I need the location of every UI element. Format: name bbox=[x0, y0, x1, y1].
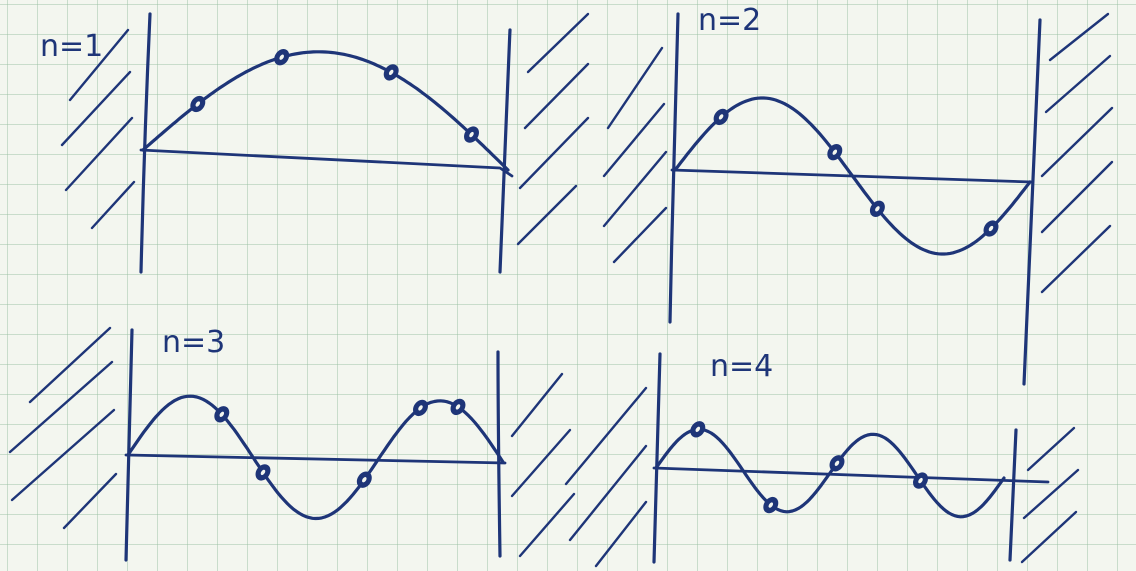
bead-marker-hole bbox=[455, 404, 461, 410]
bead-marker-hole bbox=[469, 131, 474, 138]
left-wall bbox=[124, 328, 134, 562]
left-wall-hatching bbox=[60, 28, 136, 230]
left-wall bbox=[139, 12, 152, 274]
bead-marker-hole bbox=[388, 69, 394, 76]
equilibrium-line bbox=[652, 466, 1050, 484]
mode-label-n4: n=4 bbox=[710, 349, 773, 384]
bead-marker-hole bbox=[219, 411, 225, 417]
standing-wave-n4 bbox=[654, 427, 1006, 519]
equilibrium-line bbox=[139, 148, 514, 178]
bead-marker-hole bbox=[834, 460, 840, 466]
bead-marker-hole bbox=[918, 477, 923, 484]
beads-n4 bbox=[690, 421, 928, 514]
bead-marker-hole bbox=[718, 114, 724, 120]
left-wall-hatching bbox=[8, 326, 118, 530]
bead-marker-hole bbox=[695, 426, 701, 432]
bead-marker-hole bbox=[875, 206, 880, 212]
mode-label-n3: n=3 bbox=[162, 325, 225, 360]
left-wall-hatching bbox=[564, 386, 648, 568]
left-wall bbox=[652, 352, 662, 564]
right-wall bbox=[1008, 428, 1018, 562]
right-wall bbox=[1022, 18, 1042, 386]
beads-n1 bbox=[190, 49, 479, 143]
bead-marker-hole bbox=[362, 477, 367, 483]
panel-n3: n=3 bbox=[8, 325, 576, 562]
right-wall-hatching bbox=[516, 12, 590, 246]
bead-marker-hole bbox=[195, 101, 201, 107]
bead-marker-hole bbox=[832, 149, 838, 155]
bead-marker-hole bbox=[418, 405, 423, 411]
beads-n3 bbox=[214, 398, 466, 488]
equilibrium-line bbox=[124, 453, 507, 465]
standing-wave-n3 bbox=[126, 394, 505, 521]
beads-n2 bbox=[713, 108, 999, 237]
right-wall-hatching bbox=[1020, 426, 1080, 564]
left-wall-hatching bbox=[602, 46, 668, 264]
right-wall bbox=[498, 28, 512, 274]
mode-label-n1: n=1 bbox=[40, 29, 103, 64]
panel-n2: n=2 bbox=[602, 3, 1114, 386]
panel-n4: n=4 bbox=[564, 349, 1080, 568]
right-wall-hatching bbox=[510, 372, 576, 558]
panel-n1: n=1 bbox=[40, 12, 590, 274]
mode-label-n2: n=2 bbox=[698, 3, 761, 38]
bead-marker-hole bbox=[260, 469, 266, 476]
bead-marker-hole bbox=[279, 54, 284, 60]
bead-marker-hole bbox=[988, 225, 994, 232]
standing-wave-n2 bbox=[673, 96, 1032, 256]
bead-marker-hole bbox=[768, 502, 774, 508]
right-wall-hatching bbox=[1040, 12, 1114, 294]
